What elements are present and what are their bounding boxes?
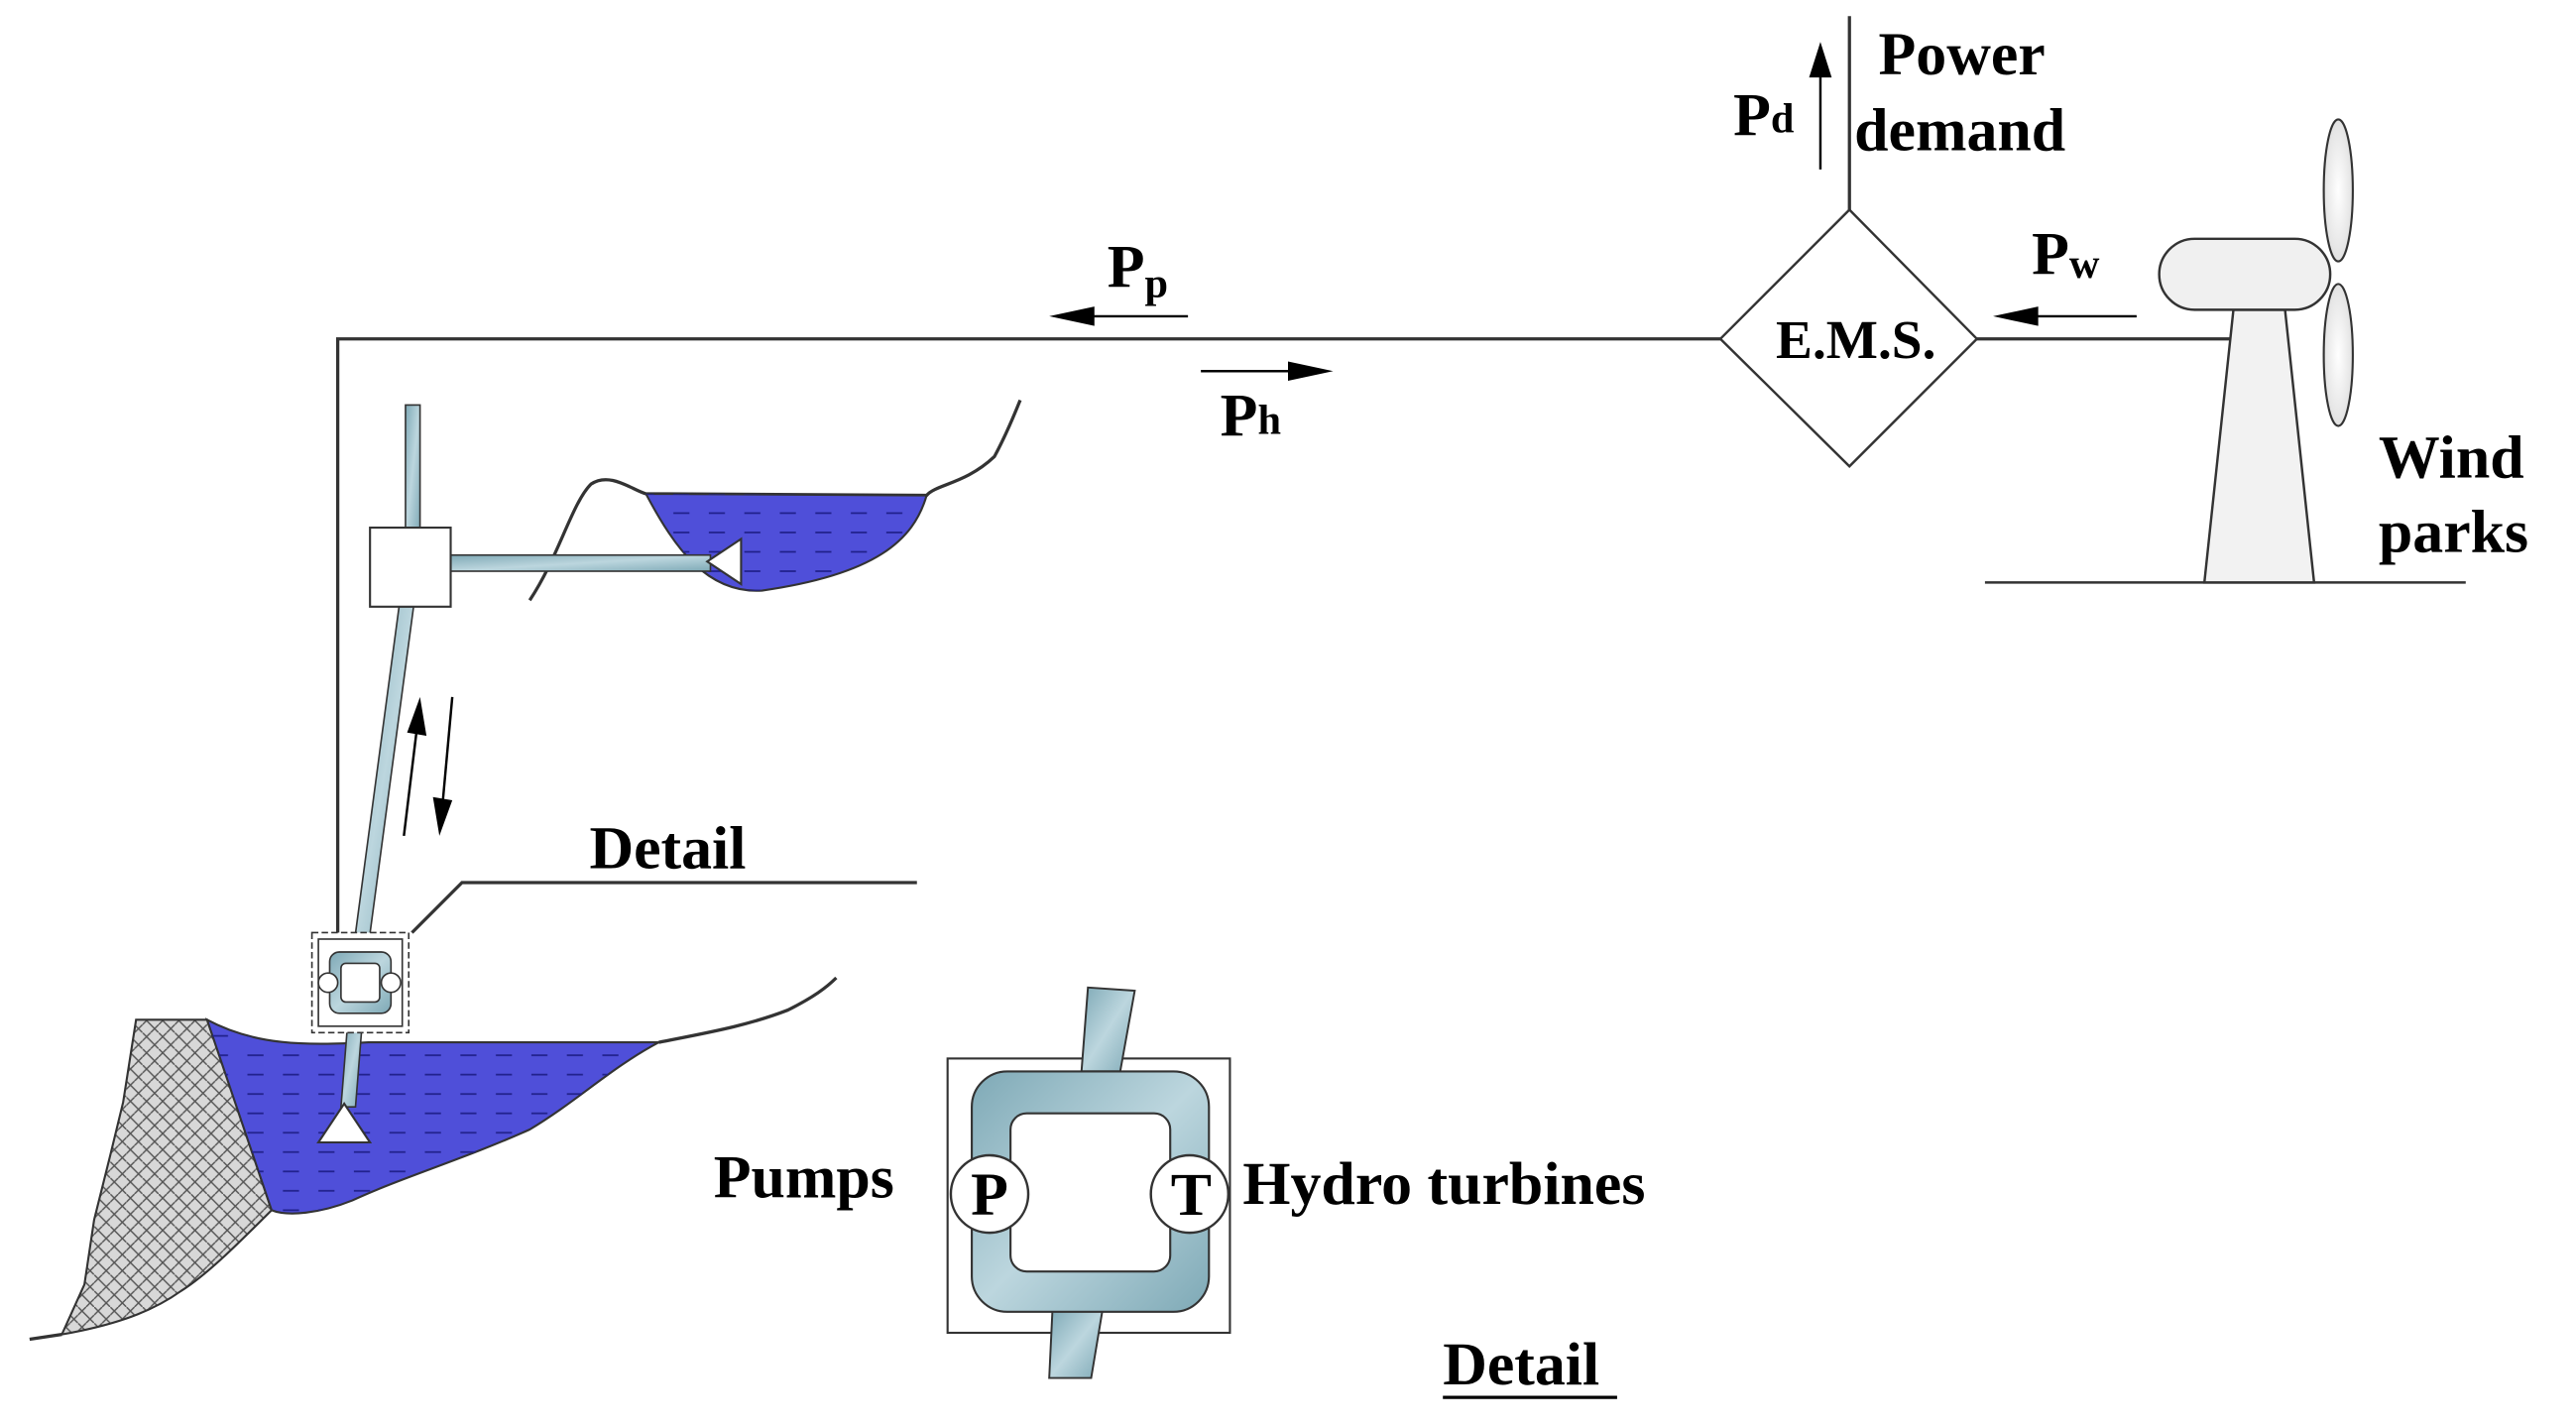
wind-label-line1: Wind [2379, 424, 2524, 492]
ems-label: E.M.S. [1776, 309, 1935, 370]
pp-label: Pp [1108, 234, 1168, 307]
hydro-turbines-label: Hydro turbines [1242, 1150, 1645, 1218]
wind-label-line2: parks [2379, 498, 2528, 565]
detail-small-box: Detail [310, 814, 917, 1034]
pump-symbol-label: P [971, 1161, 1008, 1229]
pw-label: Pw [2032, 221, 2100, 289]
detail-enlarged: P T Pumps Hydro turbines Detail [714, 986, 1645, 1399]
pumps-label: Pumps [714, 1143, 894, 1211]
penstock [316, 404, 743, 1144]
flow-arrows [403, 696, 454, 836]
turbine-symbol-label: T [1171, 1161, 1212, 1229]
pp-flow: Pp [1049, 234, 1189, 326]
turbine-symbol [1149, 1153, 1230, 1235]
power-demand-line1: Power [1879, 21, 2046, 88]
pd-label: Pd [1733, 82, 1795, 150]
pw-flow: Pw [1993, 221, 2137, 326]
ph-flow: Ph [1201, 361, 1334, 449]
ems-node: E.M.S. [1718, 207, 1979, 468]
power-demand-line2: demand [1854, 96, 2065, 164]
wind-turbine-icon: Wind parks [1984, 118, 2528, 584]
detail-callout-label: Detail [589, 814, 746, 882]
ph-label: Ph [1221, 382, 1281, 449]
pump-symbol [949, 1153, 1030, 1235]
detail-caption: Detail [1443, 1331, 1599, 1398]
lower-reservoir [29, 976, 838, 1342]
power-demand: Pd Power demand [1733, 21, 2065, 170]
power-line [336, 16, 2237, 979]
